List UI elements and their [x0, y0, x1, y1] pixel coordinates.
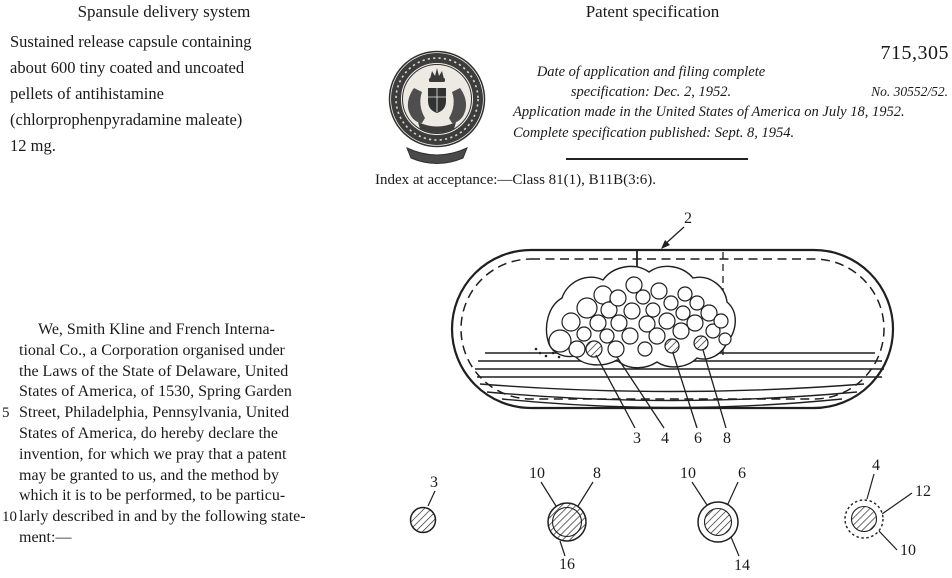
caption-line: 12 mg. [10, 136, 56, 155]
declaration-paragraph: We, Smith Kline and French Interna- tion… [2, 320, 348, 549]
pellet2-label-bottom: 16 [559, 556, 575, 573]
application-country-line: Application made in the United States of… [513, 104, 905, 120]
heraldic-supporters [407, 88, 467, 123]
capsule-figure: 2 3 4 6 8 3 10 8 16 10 [409, 210, 931, 574]
declaration-text: which it is to be performed, to be parti… [19, 487, 286, 505]
figure-label-3: 3 [633, 430, 641, 447]
royal-coat-of-arms-seal [388, 50, 486, 164]
margin-line-number: 5 [2, 405, 10, 422]
declaration-text: Street, Philadelphia, Pennsylvania, Unit… [19, 404, 290, 422]
figure-label-6: 6 [694, 430, 702, 447]
margin-line-number [2, 362, 19, 383]
declaration-text: We, Smith Kline and French Interna- [38, 321, 275, 338]
pellet4-label-top: 4 [872, 457, 880, 474]
index-at-acceptance: Index at acceptance:—Class 81(1), B11B(3… [375, 172, 657, 188]
pellet4-label-bottom: 10 [900, 542, 916, 559]
pellet-detail-3: 10 6 14 [680, 465, 750, 574]
figure-callout-lines [595, 226, 727, 429]
declaration-line-row: the Laws of the State of Delaware, Unite… [2, 362, 348, 383]
margin-line-number [2, 424, 19, 445]
margin-line-number [2, 341, 19, 362]
margin-line-number [2, 466, 19, 487]
declaration-line-row: 5 Street, Philadelphia, Pennsylvania, Uni… [2, 403, 348, 424]
declaration-line-row: tional Co., a Corporation organised unde… [2, 341, 348, 362]
declaration-line-row: may be granted to us, and the method by [2, 466, 348, 487]
divider-rule [566, 158, 748, 160]
pellet-detail-2: 10 8 16 [529, 465, 601, 573]
pellet2-label-top-left: 10 [529, 465, 545, 482]
filing-date-block: Date of application and filing complete … [512, 62, 790, 102]
declaration-text: ment:— [19, 528, 72, 546]
margin-line-number: 10 [2, 509, 17, 526]
declaration-text: the Laws of the State of Delaware, Unite… [19, 362, 289, 380]
declaration-text: may be granted to us, and the method by [19, 466, 279, 484]
pellet2-label-top-right: 8 [593, 465, 601, 482]
caption-line: Sustained release capsule containing [10, 32, 252, 51]
motto-ribbon [418, 122, 456, 133]
caption-line: (chlorprophenpyradamine maleate) [10, 110, 243, 129]
figure-label-4: 4 [661, 430, 669, 447]
declaration-line-row: ment:— [2, 528, 348, 549]
declaration-line-row: States of America, do hereby declare the [2, 424, 348, 445]
caption-line: pellets of antihistamine [10, 84, 164, 103]
declaration-text: tional Co., a Corporation organised unde… [19, 341, 285, 359]
declaration-text: larly described in and by the following … [19, 508, 306, 526]
crown-icon [429, 68, 445, 82]
pellet-detail-1: 3 [409, 474, 438, 534]
pellet-cluster [534, 265, 736, 369]
declaration-line-row: States of America, of 1530, Spring Garde… [2, 382, 348, 403]
document-title: Spansule delivery system [77, 2, 251, 21]
application-number: No. 30552/52. [871, 84, 948, 99]
caption-line: about 600 tiny coated and uncoated [10, 58, 245, 77]
margin-line-number [2, 486, 19, 507]
declaration-line-row: We, Smith Kline and French Interna- [2, 320, 348, 341]
declaration-line-row: invention, for which we pray that a pate… [2, 445, 348, 466]
declaration-text: States of America, do hereby declare the [19, 424, 278, 442]
stipple-dots [534, 347, 561, 359]
patent-spec-header: Patent specification [585, 2, 720, 21]
patent-number: 715,305 [880, 42, 949, 64]
filing-date-line-2: specification: Dec. 2, 1952. [570, 84, 732, 100]
figure-label-2: 2 [684, 210, 692, 227]
declaration-line-row: which it is to be performed, to be parti… [2, 486, 348, 507]
bottom-ribbon [406, 147, 468, 164]
margin-line-number [2, 528, 19, 549]
pellet3-label-bottom: 14 [734, 557, 750, 574]
margin-line-number [2, 445, 19, 466]
margin-line-number [2, 382, 19, 403]
pellet4-label-right: 12 [915, 483, 931, 500]
pellet-detail-4: 4 12 10 [844, 457, 931, 559]
figure-label-8: 8 [723, 430, 731, 447]
margin-line-number [2, 320, 19, 341]
shield-icon [428, 88, 446, 113]
declaration-text: States of America, of 1530, Spring Garde… [19, 383, 292, 401]
pellet1-label: 3 [430, 474, 438, 491]
pellet3-label-top-left: 10 [680, 465, 696, 482]
publication-date-line: Complete specification published: Sept. … [513, 125, 795, 141]
filing-date-line-1: Date of application and filing complete [536, 64, 766, 80]
declaration-text: invention, for which we pray that a pate… [19, 445, 287, 463]
caption-block: Spansule delivery system Sustained relea… [10, 2, 318, 159]
pellet3-label-top-right: 6 [738, 465, 746, 482]
